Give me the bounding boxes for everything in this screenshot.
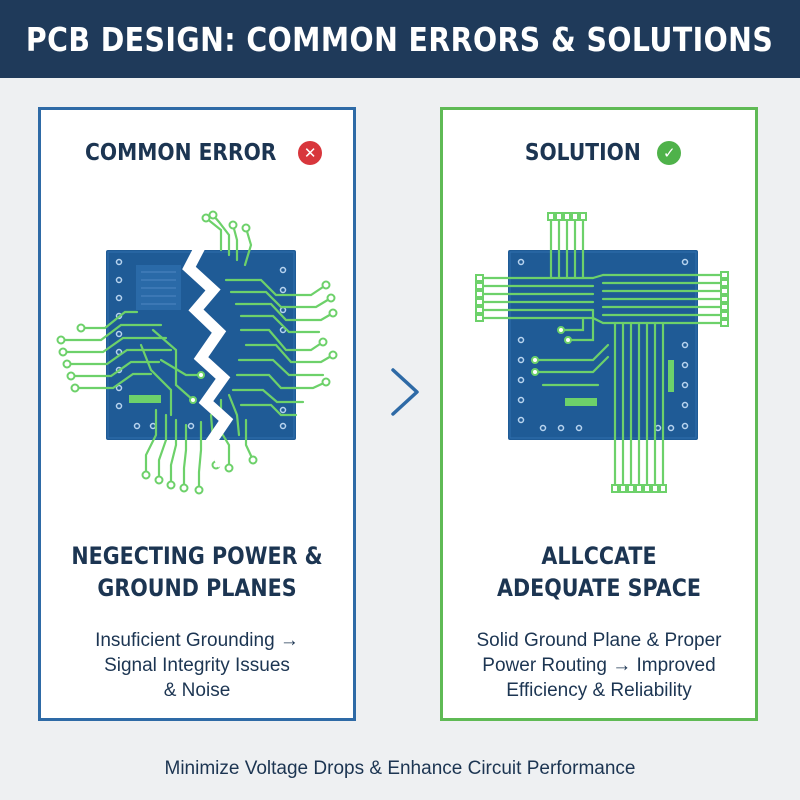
solution-panel: SOLUTION ✓: [440, 107, 758, 721]
solid-pcb-svg: [475, 212, 729, 493]
error-title-line: NEGECTING POWER &: [71, 542, 323, 570]
solution-title: ALLCCATE ADEQUATE SPACE: [443, 540, 755, 604]
error-desc-line: Signal Integrity Issues: [104, 655, 290, 676]
solution-description: Solid Ground Plane & Proper Power Routin…: [443, 628, 755, 703]
page-title: PCB DESIGN: COMMON ERRORS & SOLUTIONS: [26, 19, 774, 59]
x-circle-icon: ✕: [298, 141, 323, 165]
error-description: Insuficient Grounding → Signal Integrity…: [41, 628, 353, 703]
broken-pcb-svg: [56, 210, 338, 495]
error-panel: COMMON ERROR ✕: [38, 107, 356, 721]
solution-heading-label: SOLUTION: [524, 140, 641, 166]
solution-desc-line: Solid Ground Plane & Proper: [476, 630, 722, 651]
broken-pcb-illustration: [41, 210, 353, 510]
chevron-right-icon: [385, 362, 425, 422]
solution-panel-heading: SOLUTION ✓: [443, 140, 755, 166]
solution-desc-line: Efficiency & Reliability: [506, 680, 692, 701]
solution-desc-line: Power Routing → Improved: [482, 655, 716, 676]
header-bar: PCB DESIGN: COMMON ERRORS & SOLUTIONS: [0, 0, 800, 78]
solution-title-line: ADEQUATE SPACE: [497, 574, 701, 602]
solution-title-line: ALLCCATE: [541, 542, 657, 570]
check-circle-icon: ✓: [657, 141, 682, 165]
solid-pcb-illustration: [443, 210, 755, 510]
error-title: NEGECTING POWER & GROUND PLANES: [41, 540, 353, 604]
error-panel-heading: COMMON ERROR ✕: [41, 140, 353, 166]
error-heading-label: COMMON ERROR: [84, 140, 277, 166]
error-desc-line: & Noise: [163, 680, 231, 701]
error-title-line: GROUND PLANES: [97, 574, 297, 602]
footer-caption: Minimize Voltage Drops & Enhance Circuit…: [164, 758, 636, 779]
error-desc-line: Insuficient Grounding →: [95, 630, 299, 651]
